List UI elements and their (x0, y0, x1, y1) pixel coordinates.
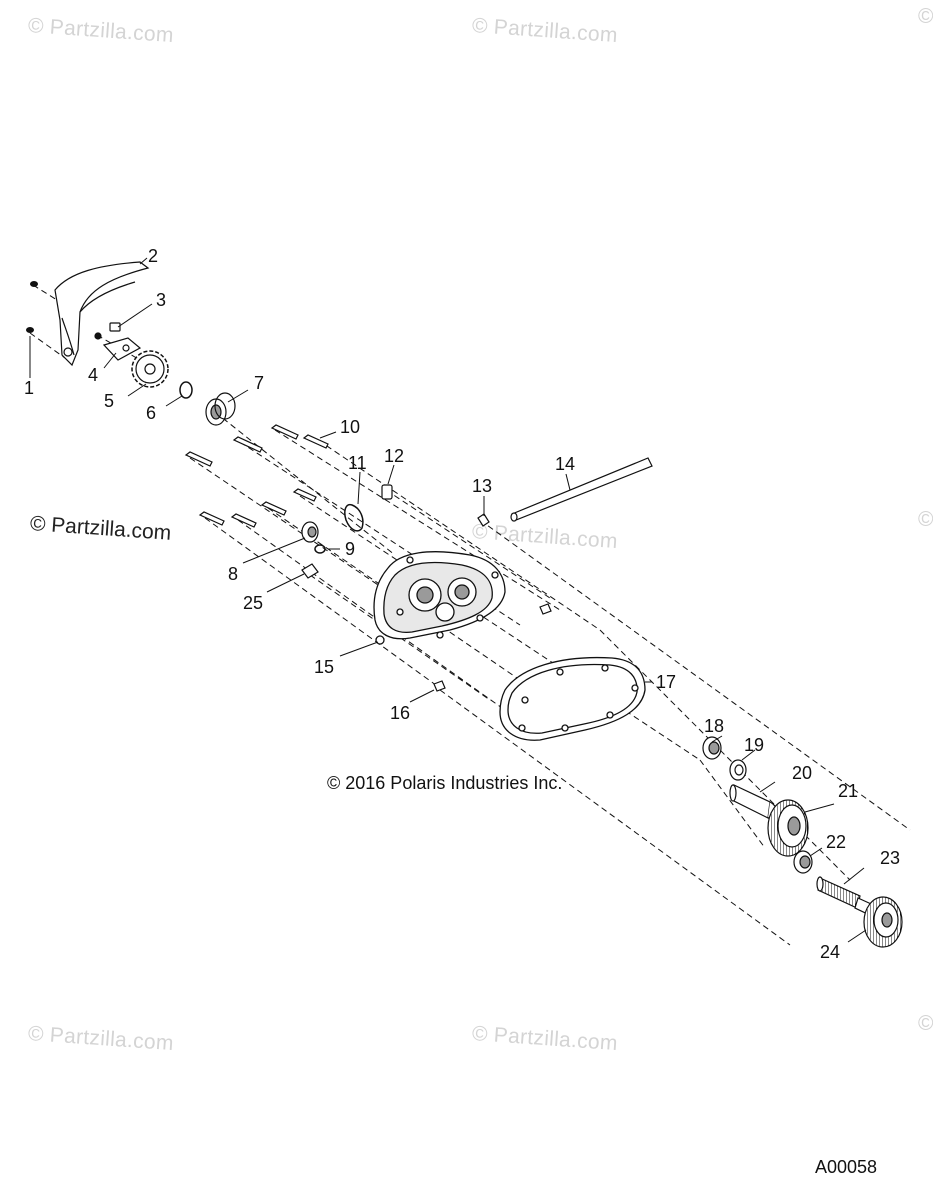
rod-part-14 (510, 457, 653, 522)
watermark-partial: © (918, 5, 933, 28)
bearing-part-7 (205, 392, 236, 426)
callout-16: 16 (390, 703, 410, 723)
bolts-part-10 (184, 424, 329, 528)
callout-5: 5 (104, 391, 114, 411)
drawing-id: A00058 (815, 1157, 878, 1177)
callout-6: 6 (146, 403, 156, 423)
callout-18: 18 (704, 716, 724, 736)
callout-9: 9 (345, 539, 355, 559)
watermark-partial: © (918, 508, 933, 531)
shaft-part-20 (729, 784, 778, 819)
gasket-part-17 (499, 656, 646, 741)
bearing-part-18 (702, 736, 722, 760)
callout-17: 17 (656, 672, 676, 692)
callout-21: 21 (838, 781, 858, 801)
callout-11: 11 (348, 453, 367, 473)
dowel-pin-part-16 (433, 603, 552, 692)
callout-20: 20 (792, 763, 812, 783)
chain-guard-part-2 (54, 261, 150, 367)
gear-part-24 (863, 896, 903, 948)
copyright-notice: © 2016 Polaris Industries Inc. (327, 773, 563, 793)
sprocket-part-5 (131, 350, 169, 388)
bearing-part-22 (793, 850, 813, 874)
fitting-part-13 (477, 513, 490, 527)
callout-12: 12 (384, 446, 404, 466)
callout-25: 25 (243, 593, 263, 613)
callout-10: 10 (340, 417, 360, 437)
callout-7: 7 (254, 373, 264, 393)
seal-part-19 (729, 759, 747, 781)
plug-part-25 (301, 563, 319, 579)
callout-4: 4 (88, 365, 98, 385)
callout-23: 23 (880, 848, 900, 868)
callout-13: 13 (472, 476, 492, 496)
o-ring-part-9 (314, 544, 326, 554)
callout-labels: 2 3 1 4 5 6 7 10 11 12 13 14 8 9 25 15 1… (24, 246, 900, 962)
callout-22: 22 (826, 832, 846, 852)
gear-part-21 (767, 799, 809, 857)
callout-15: 15 (314, 657, 334, 677)
bracket-part-4 (94, 332, 142, 361)
gearcase-part-15 (373, 551, 506, 645)
callout-19: 19 (744, 735, 764, 755)
callout-24: 24 (820, 942, 840, 962)
callout-8: 8 (228, 564, 238, 584)
callout-1: 1 (24, 378, 34, 398)
leader-lines (29, 257, 867, 943)
watermark-partial: © (918, 1012, 933, 1035)
breather-part-12 (381, 484, 393, 500)
callout-3: 3 (156, 290, 166, 310)
screw-part-1 (26, 281, 38, 333)
callout-2: 2 (148, 246, 158, 266)
detent-part-8 (301, 521, 319, 543)
callout-14: 14 (555, 454, 575, 474)
snap-ring-part-6 (179, 381, 193, 399)
retaining-ring-part-11 (344, 503, 364, 532)
bolt-part-3 (109, 322, 121, 332)
